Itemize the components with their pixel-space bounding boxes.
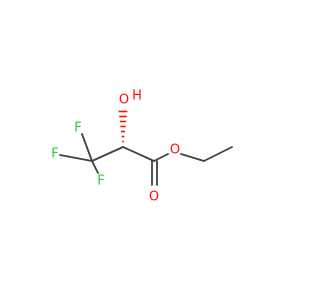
bond-cf3-f-bottom bbox=[91, 160, 99, 174]
bond-group bbox=[59, 133, 233, 186]
bond-cf3-f-top bbox=[81, 133, 93, 162]
bond-cf3-chiral bbox=[91, 146, 124, 162]
stereo-hashed-wedge bbox=[118, 110, 128, 143]
molecule-structure: F F F O H O O bbox=[51, 89, 233, 205]
hydroxyl-hydrogen-atom: H bbox=[132, 89, 142, 104]
carbonyl-oxygen-atom: O bbox=[149, 190, 159, 205]
bond-carbonyl-ester-o bbox=[153, 153, 169, 162]
bond-cf3-f-left bbox=[59, 154, 93, 162]
fluorine-atom-left: F bbox=[51, 147, 58, 162]
hydroxyl-oxygen-atom: O bbox=[119, 93, 129, 108]
ester-oxygen-atom: O bbox=[170, 143, 180, 158]
bond-ester-o-ch2 bbox=[180, 153, 205, 162]
molecule-structure-canvas: F F F O H O O bbox=[51, 88, 233, 205]
bond-ch2-ch3 bbox=[203, 146, 233, 162]
fluorine-atom-top: F bbox=[74, 121, 81, 136]
fluorine-atom-bottom: F bbox=[97, 174, 104, 189]
bond-chiral-carbonyl bbox=[122, 146, 155, 162]
atom-labels: F F F O H O O bbox=[51, 89, 180, 205]
